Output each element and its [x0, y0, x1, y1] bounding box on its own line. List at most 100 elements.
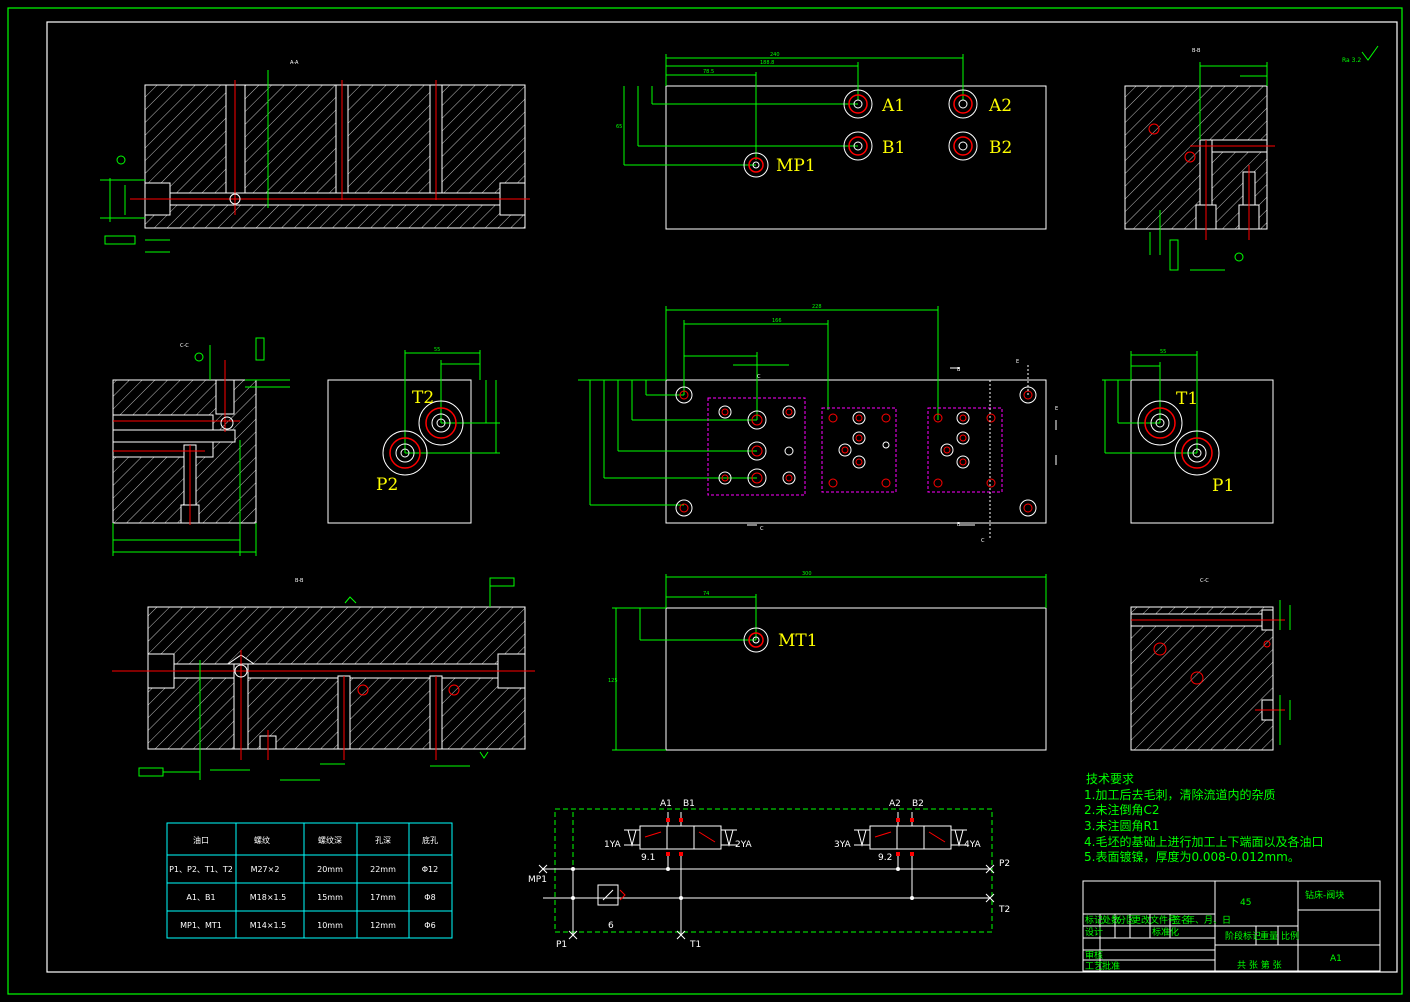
tech-item: 2.未注倒角C2: [1084, 802, 1159, 817]
title-approve: 批准: [1102, 960, 1120, 972]
table-cell: 22mm: [370, 865, 396, 874]
section-mark-c2: C: [760, 526, 764, 532]
view-label-bb-bottom: B-B: [295, 578, 304, 584]
t1-p1-view: 55 T1 P1: [1102, 349, 1274, 524]
label-b2: B2: [989, 138, 1012, 158]
schem-3ya: 3YA: [834, 840, 852, 850]
label-t1: T1: [1176, 389, 1198, 409]
table-header-hole-depth: 孔深: [375, 836, 391, 845]
table-header-thread-depth: 螺纹深: [318, 835, 342, 845]
schem-mp1: MP1: [528, 875, 547, 885]
port-a1: [843, 89, 873, 119]
table-header-pilot-hole: 底孔: [422, 835, 438, 845]
port-b1: [843, 131, 873, 161]
schem-relief: 6: [608, 921, 614, 931]
title-design: 设计: [1085, 926, 1103, 938]
title-review: 审核: [1085, 949, 1103, 961]
port-t1: [1137, 400, 1183, 446]
dim-top-mid: 188.8: [760, 60, 774, 66]
tech-requirements: 技术要求 1.加工后去毛刺，清除流道内的杂质 2.未注倒角C2 3.未注圆角R1…: [1084, 772, 1323, 864]
title-row1: 年、月、日: [1186, 914, 1231, 926]
port-b2: [948, 131, 978, 161]
table-cell: M18×1.5: [250, 893, 287, 902]
title-scale: 比例: [1281, 930, 1299, 942]
section-view-bb-bottom: B-B: [112, 577, 535, 781]
view-label-cc-left: C-C: [180, 343, 189, 349]
dim-t2-width: 55: [434, 347, 440, 353]
table-cell: 15mm: [317, 893, 343, 902]
title-row1: 分区: [1117, 915, 1135, 926]
table-cell: 17mm: [370, 893, 396, 902]
port-p1: [1174, 430, 1220, 476]
dim-bottom-overall: 300: [802, 571, 812, 577]
table-cell: M14×1.5: [250, 921, 287, 930]
view-label-bb-top: B-B: [1192, 48, 1201, 54]
roughness-symbol: [1361, 45, 1379, 61]
hydraulic-schematic: A1 B1 A2 B2 1YA 2YA 3YA 4YA 9.1 9.2 MP1 …: [528, 799, 1010, 950]
port-table: 油口 螺纹 螺纹深 孔深 底孔 P1、P2、T1、T2 M27×2 20mm 2…: [166, 822, 453, 939]
table-cell: Φ6: [424, 921, 435, 930]
section-mark-b1: B: [957, 367, 961, 373]
valve-footprint-2: [821, 407, 897, 493]
section-view-aa: A-A: [100, 60, 530, 253]
section-mark-c1: C: [757, 374, 761, 380]
table-cell: P1、P2、T1、T2: [169, 865, 233, 874]
port-t2: [418, 400, 464, 446]
relief-valve-6: [597, 884, 626, 906]
label-p2: P2: [376, 475, 398, 495]
view-label-aa: A-A: [290, 60, 299, 66]
title-weight: 重量: [1260, 930, 1278, 942]
dim-bottom-vertical: 125: [608, 678, 618, 684]
port-a2: [948, 89, 978, 119]
schem-p1: P1: [556, 940, 567, 950]
dim-t1-width: 55: [1160, 349, 1166, 355]
table-cell: A1、B1: [186, 893, 215, 902]
title-row1: 标记: [1085, 914, 1103, 926]
port-p2: [382, 430, 428, 476]
schem-b1: B1: [683, 799, 695, 809]
schem-a1: A1: [660, 799, 672, 809]
table-header-thread: 螺纹: [254, 835, 270, 845]
table-cell: Φ8: [424, 893, 435, 902]
schem-2ya: 2YA: [735, 840, 753, 850]
roughness-mark: Ra 3.2: [1342, 57, 1361, 64]
dim-bottom-left: 74: [703, 591, 709, 597]
title-row1: 更改文件号: [1132, 914, 1177, 926]
title-stage: 阶段标记: [1225, 930, 1261, 942]
section-mark-e2: E: [1055, 406, 1058, 412]
port-mp1: [743, 152, 769, 178]
schem-a2: A2: [889, 799, 901, 809]
title-row1: 签名: [1172, 914, 1190, 926]
schem-4ya: 4YA: [964, 840, 982, 850]
schem-t2: T2: [998, 905, 1010, 915]
tech-item: 1.加工后去毛刺，清除流道内的杂质: [1084, 787, 1275, 802]
dim-mid-mid: 166: [772, 318, 782, 324]
tech-title: 技术要求: [1086, 772, 1134, 786]
valve3-holes: [933, 411, 996, 488]
corner-bolt-holes: [675, 386, 1037, 517]
tech-item: 4.毛坯的基础上进行加工上下端面以及各油口: [1084, 834, 1323, 849]
schem-p2: P2: [999, 859, 1010, 869]
section-mark-e1: E: [1016, 359, 1019, 365]
mt1-view: 300 74 125 MT1: [608, 571, 1047, 751]
valve-9-2: [854, 812, 967, 856]
label-a1: A1: [881, 96, 905, 116]
t2-p2-view: 55 T2 P2: [327, 347, 500, 524]
dim-top-overall: 240: [770, 52, 780, 58]
mounting-face-view: 228 166: [578, 304, 1058, 544]
title-sheets: 共 张 第 张: [1237, 959, 1282, 971]
label-t2: T2: [412, 388, 434, 408]
schem-t1: T1: [689, 940, 701, 950]
title-process: 工艺: [1085, 961, 1103, 972]
title-standard: 标准化: [1152, 926, 1179, 938]
title-sheet: A1: [1330, 954, 1342, 964]
inner-frame: [46, 21, 1398, 973]
schem-valve2: 9.2: [878, 853, 892, 863]
schem-valve1: 9.1: [641, 853, 655, 863]
dim-mid-overall: 228: [812, 304, 822, 310]
port-mt1: [743, 627, 769, 653]
schem-b2: B2: [912, 799, 924, 809]
table-cell: MP1、MT1: [180, 921, 222, 930]
title-row1: 处数: [1102, 914, 1120, 926]
